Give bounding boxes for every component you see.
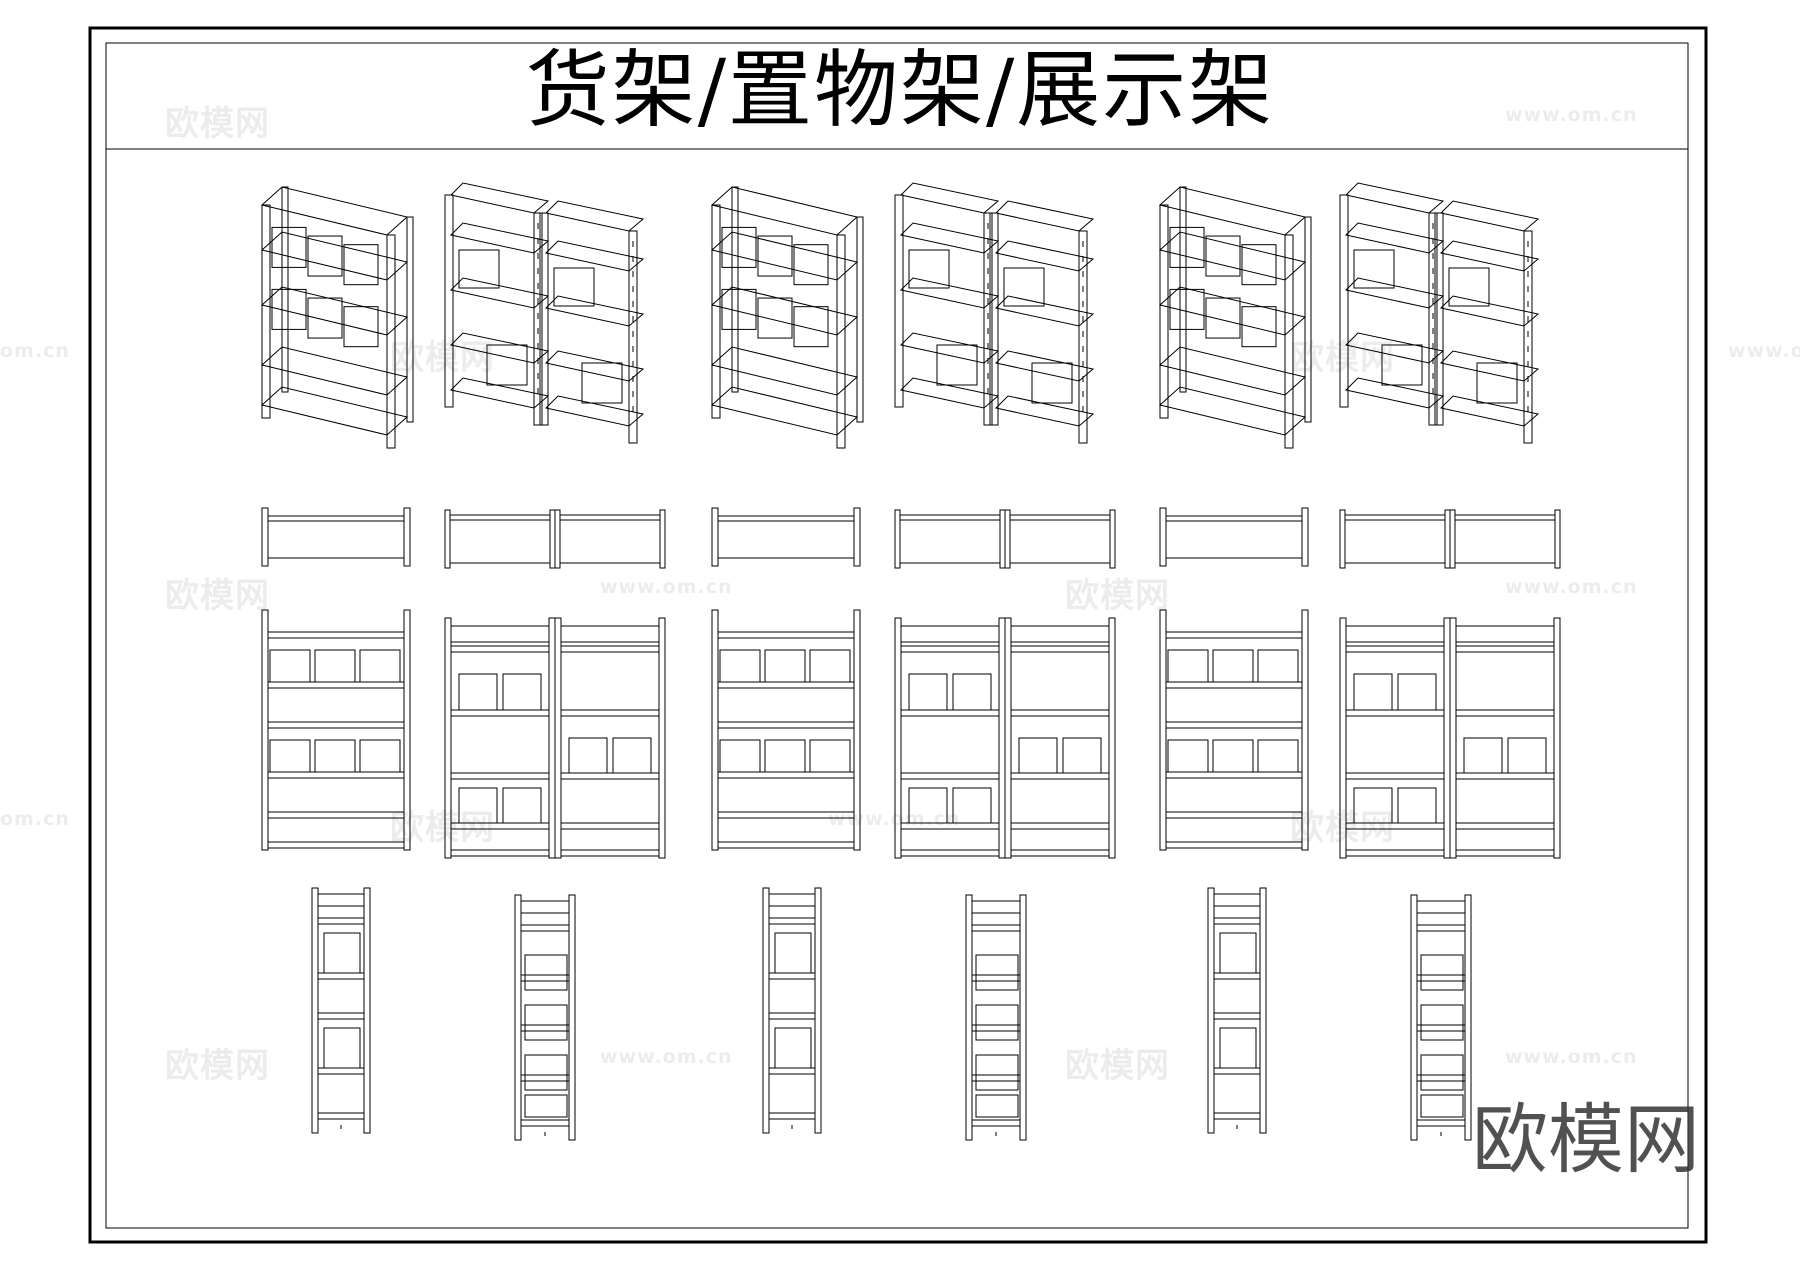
- shelf-isometric-double: [894, 182, 1095, 444]
- shelf-side-elevation: [762, 887, 822, 1134]
- shelf-isometric-single: [1158, 186, 1312, 449]
- shelf-plan-double: [444, 509, 666, 569]
- shelf-plan-double: [894, 509, 1116, 569]
- shelf-plan-single: [261, 507, 411, 567]
- shelf-side-elevation: [965, 894, 1027, 1141]
- shelf-front-double: [894, 617, 1116, 859]
- shelf-side-elevation: [311, 887, 371, 1134]
- shelf-front-double: [1339, 617, 1561, 859]
- inner-border: [105, 42, 1689, 1229]
- shelf-isometric-single: [710, 186, 864, 449]
- shelf-plan-single: [1159, 507, 1309, 567]
- shelf-front-double: [444, 617, 666, 859]
- shelf-side-elevation: [1410, 894, 1472, 1141]
- shelf-side-elevation: [1207, 887, 1267, 1134]
- shelf-isometric-single: [260, 186, 414, 449]
- shelf-drawings: [260, 182, 1561, 1141]
- shelf-front-single: [711, 609, 861, 851]
- shelf-front-single: [1159, 609, 1309, 851]
- shelf-plan-single: [711, 507, 861, 567]
- shelf-front-single: [261, 609, 411, 851]
- page-title: 货架/置物架/展示架: [525, 41, 1275, 139]
- outer-border: [88, 26, 1708, 1244]
- shelf-isometric-double: [1339, 182, 1540, 444]
- shelf-side-elevation: [514, 894, 576, 1141]
- brand-logo: 欧模网: [1472, 1095, 1700, 1184]
- shelf-plan-double: [1339, 509, 1561, 569]
- shelf-isometric-double: [444, 182, 645, 444]
